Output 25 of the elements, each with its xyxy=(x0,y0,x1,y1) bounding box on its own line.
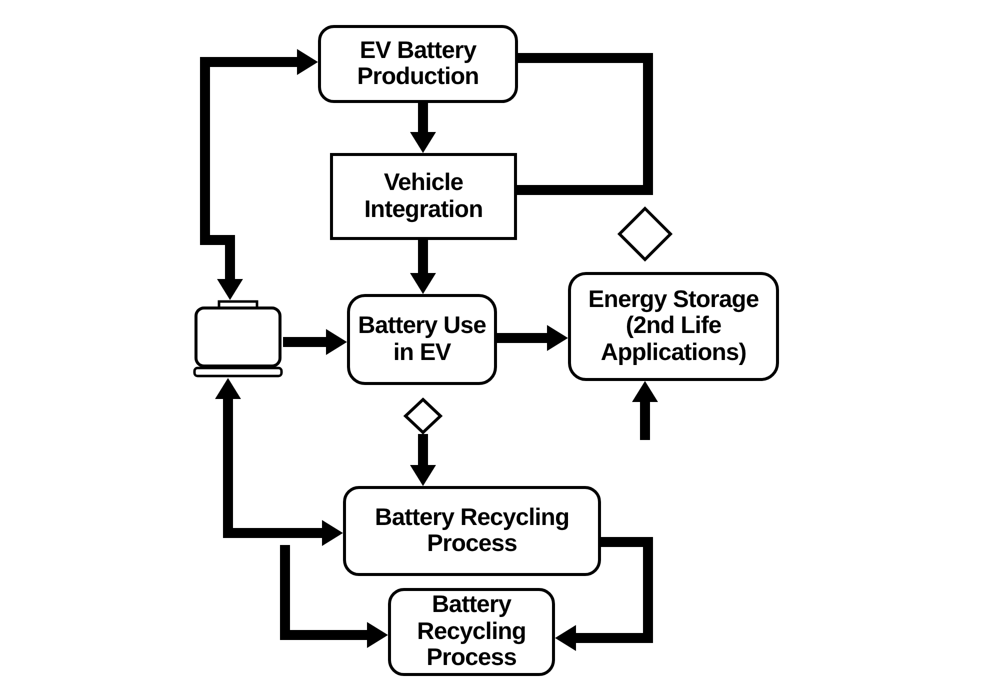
arrow xyxy=(280,545,388,648)
box-label: Battery Recycling Process xyxy=(416,592,527,672)
process-box xyxy=(343,486,601,576)
decision-diamond xyxy=(618,207,672,261)
arrow xyxy=(283,329,347,355)
arrow xyxy=(555,537,653,651)
box-label: Battery Use in EV xyxy=(357,313,487,366)
arrow xyxy=(410,240,436,294)
arrow xyxy=(200,49,318,300)
box-label: Energy Storage (2nd Life Applications) xyxy=(587,286,760,366)
process-box xyxy=(318,25,518,103)
arrow xyxy=(497,325,568,351)
process-box xyxy=(347,294,497,385)
arrow xyxy=(215,378,343,546)
box-label: Vehicle Integration xyxy=(363,170,484,223)
arrow xyxy=(632,381,658,440)
box-label: EV Battery Production xyxy=(356,38,480,90)
process-box xyxy=(568,272,779,381)
arrow xyxy=(410,103,436,153)
box-label: Battery Recycling Process xyxy=(374,504,570,558)
decision-diamond xyxy=(404,398,442,434)
arrow xyxy=(410,434,436,486)
process-box xyxy=(388,588,555,676)
process-rect xyxy=(330,153,517,240)
battery-icon xyxy=(193,300,283,378)
